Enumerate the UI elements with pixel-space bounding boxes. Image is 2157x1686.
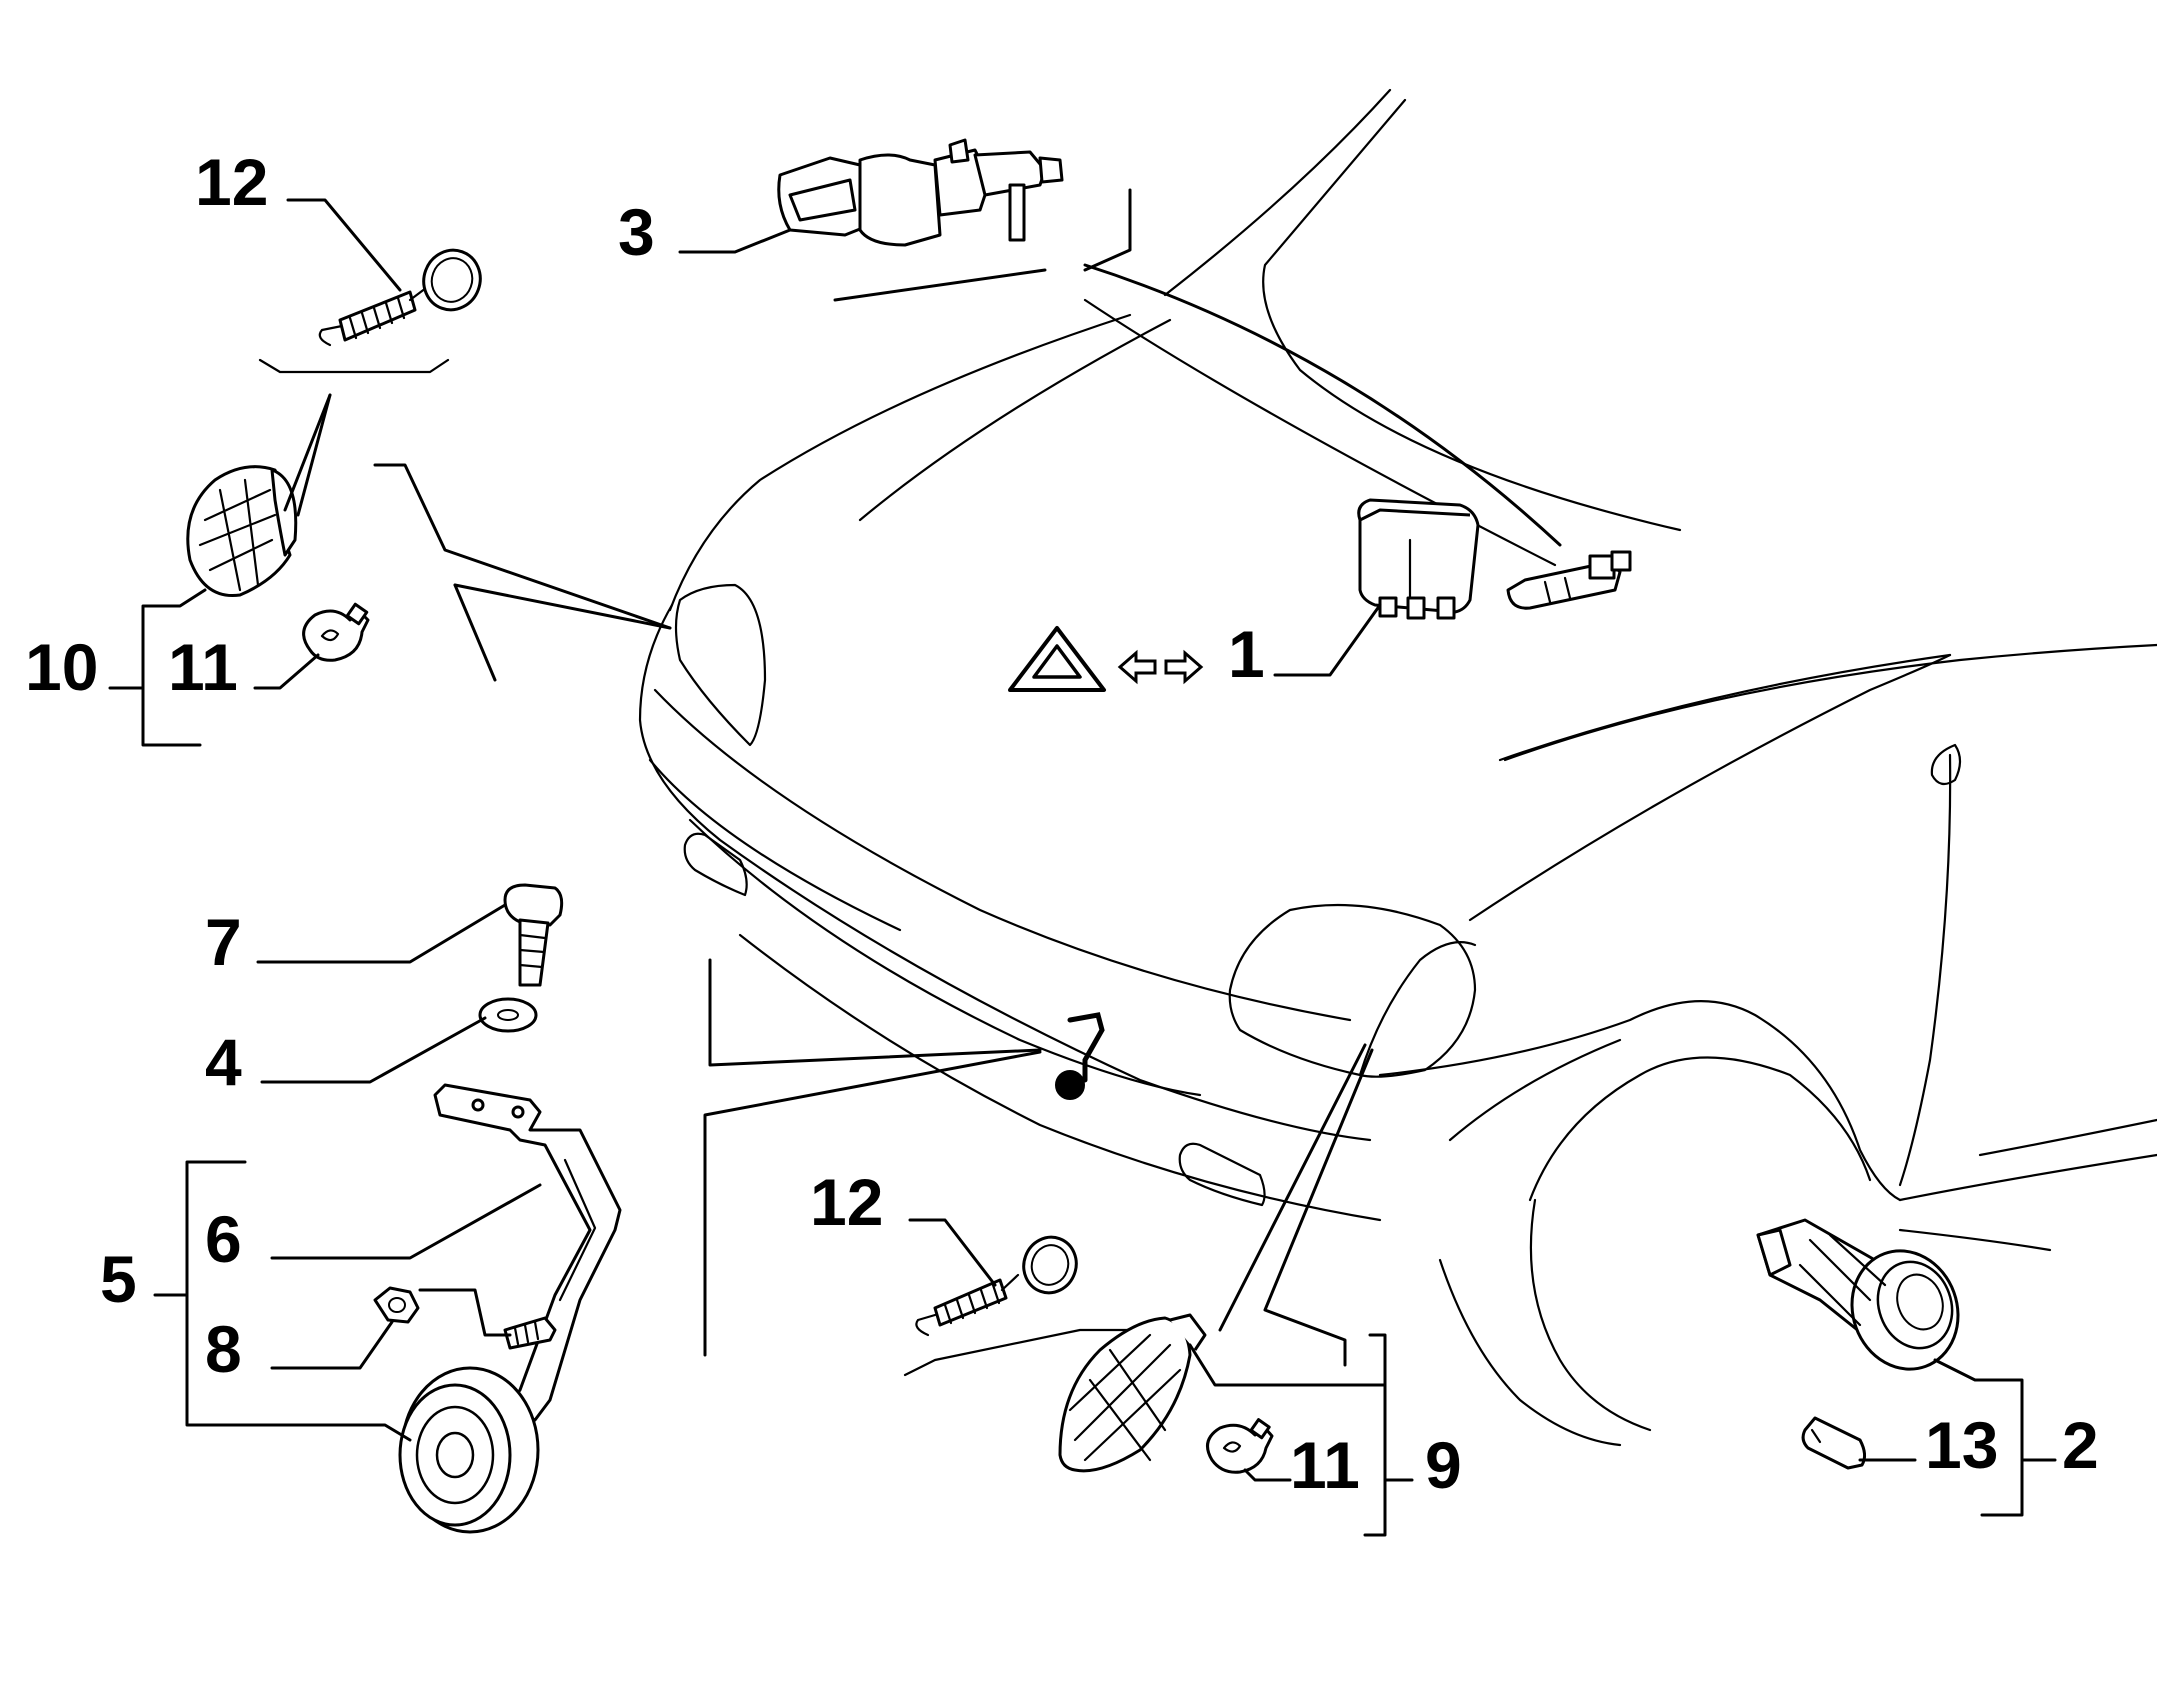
callout-labels: 1 2 3 4 5 6 7 8 9 10 11 11 12 12 13 <box>25 145 2099 1502</box>
bulb-left-part <box>302 602 370 662</box>
lamp-bulb-part <box>1801 1416 1867 1470</box>
stud-part <box>503 1316 557 1350</box>
label-horn-assembly: 5 <box>100 1242 137 1316</box>
label-side-indicator-left: 10 <box>25 630 98 704</box>
label-lamp-bulb: 13 <box>1925 1408 1998 1482</box>
car-body-outline <box>638 88 2157 1447</box>
right-arrow-icon <box>1164 649 1204 685</box>
washer-part <box>478 997 538 1033</box>
side-indicator-left-part <box>186 465 298 598</box>
horn-symbol-icon <box>1055 1012 1105 1100</box>
left-arrow-icon <box>1117 649 1157 685</box>
label-horn-bracket: 6 <box>205 1202 242 1276</box>
spring-ring-part-top <box>258 248 482 374</box>
label-spring-left: 12 <box>195 145 268 219</box>
stop-switch-part <box>777 138 1064 247</box>
spring-ring-part-bottom <box>903 1235 1132 1377</box>
hazard-warning-icon <box>1008 626 1106 692</box>
label-nut: 8 <box>205 1312 242 1386</box>
label-front-lamp-assembly: 2 <box>2062 1408 2099 1482</box>
leader-line <box>296 393 332 517</box>
relay-part <box>1357 498 1480 620</box>
side-indicator-right-part <box>1058 1313 1207 1473</box>
label-bolt: 7 <box>205 905 242 979</box>
bolt-part <box>503 883 564 987</box>
front-lamp-part <box>1756 1218 1960 1371</box>
leader-lines <box>108 188 2057 1537</box>
sensor-part <box>1506 550 1632 610</box>
label-bulb-right: 11 <box>1290 1428 1360 1502</box>
label-side-indicator-right: 9 <box>1425 1428 1462 1502</box>
label-relay: 1 <box>1228 617 1265 691</box>
label-spring-right: 12 <box>810 1165 883 1239</box>
label-washer: 4 <box>205 1025 242 1099</box>
nut-part <box>373 1286 420 1324</box>
horn-bracket-part <box>433 1083 622 1422</box>
leader-line <box>283 393 332 512</box>
bulb-right-part <box>1206 1418 1274 1474</box>
label-bulb-left: 11 <box>168 630 238 704</box>
label-stop-switch: 3 <box>618 195 655 269</box>
horn-part <box>398 1366 540 1534</box>
